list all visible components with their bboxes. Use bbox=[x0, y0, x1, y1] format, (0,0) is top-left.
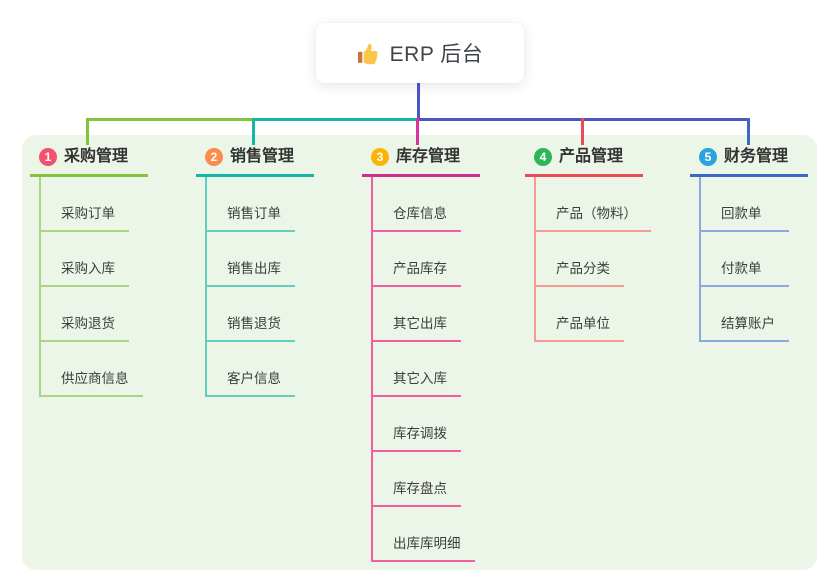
mindmap-node[interactable]: 仓库信息 bbox=[373, 177, 461, 232]
branch-item-list: 产品（物料）产品分类产品单位 bbox=[534, 177, 651, 342]
branch: 5 财务管理 回款单付款单结算账户 bbox=[690, 147, 808, 342]
mindmap-node[interactable]: 库存盘点 bbox=[373, 452, 461, 507]
branch-item-list: 采购订单采购入库采购退货供应商信息 bbox=[39, 177, 148, 397]
branch-number-badge: 4 bbox=[534, 148, 552, 166]
branch-drop-line-4 bbox=[581, 118, 584, 145]
branch-label: 产品管理 bbox=[559, 148, 624, 165]
mindmap-node[interactable]: 付款单 bbox=[701, 232, 789, 287]
branch-number-badge: 3 bbox=[371, 148, 389, 166]
branch-title-node[interactable]: 5 财务管理 bbox=[690, 147, 808, 177]
branch: 4 产品管理 产品（物料）产品分类产品单位 bbox=[525, 147, 651, 342]
bus-line-green bbox=[86, 118, 254, 121]
branch: 2 销售管理 销售订单销售出库销售退货客户信息 bbox=[196, 147, 314, 397]
root-connector-line bbox=[417, 83, 420, 119]
mindmap-node[interactable]: 采购退货 bbox=[41, 287, 129, 342]
branch: 3 库存管理 仓库信息产品库存其它出库其它入库库存调拨库存盘点出库库明细 bbox=[362, 147, 480, 562]
root-node-label: ERP 后台 bbox=[389, 43, 484, 66]
branch-drop-line-2 bbox=[252, 118, 255, 145]
mindmap-node[interactable]: 其它出库 bbox=[373, 287, 461, 342]
mindmap-node[interactable]: 供应商信息 bbox=[41, 342, 143, 397]
branch-number-badge: 2 bbox=[205, 148, 223, 166]
branch-title-node[interactable]: 4 产品管理 bbox=[525, 147, 643, 177]
branch: 1 采购管理 采购订单采购入库采购退货供应商信息 bbox=[30, 147, 148, 397]
branch-title-node[interactable]: 2 销售管理 bbox=[196, 147, 314, 177]
mindmap-node[interactable]: 回款单 bbox=[701, 177, 789, 232]
mindmap-node[interactable]: 产品（物料） bbox=[536, 177, 651, 232]
mindmap-node[interactable]: 其它入库 bbox=[373, 342, 461, 397]
mindmap-node[interactable]: 出库库明细 bbox=[373, 507, 475, 562]
mindmap-node[interactable]: 产品单位 bbox=[536, 287, 624, 342]
branch-item-list: 销售订单销售出库销售退货客户信息 bbox=[205, 177, 314, 397]
branch-label: 库存管理 bbox=[396, 148, 461, 165]
mindmap-board-background bbox=[22, 135, 817, 570]
branch-item-list: 回款单付款单结算账户 bbox=[699, 177, 808, 342]
bus-line-teal bbox=[254, 118, 417, 121]
branch-title-node[interactable]: 1 采购管理 bbox=[30, 147, 148, 177]
mindmap-node[interactable]: 采购入库 bbox=[41, 232, 129, 287]
mindmap-node[interactable]: 销售退货 bbox=[207, 287, 295, 342]
branch-number-badge: 1 bbox=[39, 148, 57, 166]
branch-label: 财务管理 bbox=[724, 148, 789, 165]
mindmap-node[interactable]: 销售出库 bbox=[207, 232, 295, 287]
mindmap-node[interactable]: 产品库存 bbox=[373, 232, 461, 287]
mindmap-node[interactable]: 采购订单 bbox=[41, 177, 129, 232]
branch-drop-line-3 bbox=[416, 118, 419, 145]
thumbs-up-icon bbox=[357, 43, 378, 64]
mindmap-node[interactable]: 产品分类 bbox=[536, 232, 624, 287]
mindmap-node[interactable]: 销售订单 bbox=[207, 177, 295, 232]
root-node[interactable]: ERP 后台 bbox=[316, 23, 524, 83]
branch-label: 采购管理 bbox=[64, 148, 129, 165]
branch-drop-line-5 bbox=[747, 118, 750, 145]
mindmap-node[interactable]: 客户信息 bbox=[207, 342, 295, 397]
branch-number-badge: 5 bbox=[699, 148, 717, 166]
branch-drop-line-1 bbox=[86, 118, 89, 145]
mindmap-node[interactable]: 结算账户 bbox=[701, 287, 789, 342]
branch-item-list: 仓库信息产品库存其它出库其它入库库存调拨库存盘点出库库明细 bbox=[371, 177, 480, 562]
branch-title-node[interactable]: 3 库存管理 bbox=[362, 147, 480, 177]
mindmap-node[interactable]: 库存调拨 bbox=[373, 397, 461, 452]
branch-label: 销售管理 bbox=[230, 148, 295, 165]
